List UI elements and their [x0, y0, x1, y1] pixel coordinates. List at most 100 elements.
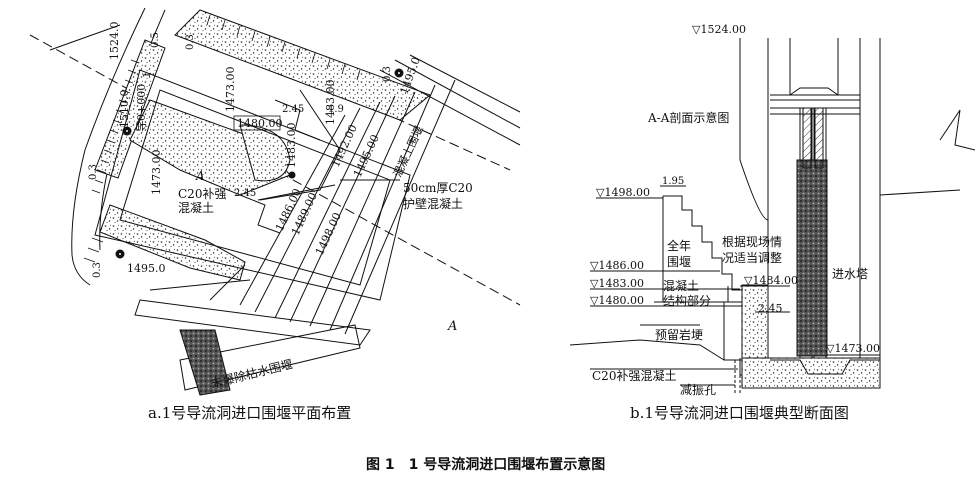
label-r-all-year-1: 全年	[667, 238, 691, 253]
c20-reinforce-block	[741, 284, 769, 361]
section-view	[569, 38, 976, 395]
rock-remnant	[179, 329, 231, 396]
label-el-1480-box	[233, 115, 281, 131]
label-r-section-title: A-A剖面示意图	[647, 110, 729, 125]
label-el-1483-a: 1483.00	[285, 123, 298, 169]
tower-hoist	[789, 87, 839, 96]
label-c20-line1: C20补强	[178, 187, 226, 201]
label-slope-03-c: 0.3	[185, 34, 196, 50]
label-r-adjust-1: 根据现场情	[722, 235, 782, 249]
label-el-1473-a: 1473.00	[224, 67, 237, 113]
bottom-line-1	[149, 279, 251, 291]
label-cofferdam: 混凝土围堰	[390, 124, 426, 180]
label-c20-line2: 混凝土	[178, 200, 214, 215]
label-r-195: 1.95	[662, 176, 684, 187]
cofferdam-wall-2	[254, 107, 361, 313]
label-r-concrete-2: 结构部分	[663, 293, 711, 308]
rock-curve-left	[739, 159, 769, 221]
left-caption: a.1号导流洞进口围堰平面布置	[148, 404, 351, 422]
label-r-c20: C20补强混凝土	[592, 368, 676, 383]
cofferdam-wall-6	[329, 84, 436, 331]
label-slope-05: 0.5	[150, 32, 161, 48]
label-el-1473-b: 1473.00	[150, 150, 163, 196]
label-r-adjust-2: 况适当调整	[722, 250, 782, 265]
label-el-1495-mid: 1495.00	[351, 133, 382, 180]
survey-marker-icon	[288, 171, 296, 179]
bottom-line-2	[209, 264, 246, 301]
label-wall-line1: 50cm厚C20	[403, 181, 473, 195]
left-speckle-band	[94, 39, 166, 179]
label-r-1483: ▽1483.00	[590, 277, 644, 290]
label-r-relief: 减振孔	[680, 383, 716, 397]
pit-outline	[94, 69, 411, 301]
slope-line-2	[394, 59, 521, 129]
slope-hachures-left	[83, 59, 140, 263]
right-caption: b.1号导流洞进口围堰典型断面图	[630, 404, 849, 422]
label-el-1510: 1510.0	[118, 90, 131, 129]
label-slope-03-b: 0.3	[92, 262, 103, 278]
cofferdam-wall-1	[239, 114, 346, 306]
inner-step-2	[239, 194, 281, 234]
label-wall-line2: 护壁混凝土	[403, 196, 463, 211]
rock-curve-right	[879, 189, 961, 196]
bottom-flank-top	[134, 299, 371, 346]
survey-marker-icon	[394, 68, 404, 78]
cofferdam-wall-4	[289, 95, 396, 323]
rock-ridge-block	[723, 301, 743, 361]
c20-speckle-area	[239, 124, 291, 182]
label-el-1495-bottom: 1495.0	[127, 262, 166, 275]
label-r-rock-ridge: 预留岩埂	[655, 327, 703, 342]
cofferdam-wall-3	[274, 101, 381, 319]
tower-foundation	[741, 357, 881, 389]
break-line	[939, 109, 976, 151]
lower-speckle-band	[99, 204, 246, 281]
gate-hatch-1	[802, 107, 812, 169]
inner-step-1	[274, 99, 321, 141]
cofferdam-wall-5	[309, 91, 416, 327]
label-dim-245-a: 2.45	[282, 104, 304, 115]
river-bed	[569, 339, 725, 361]
wall-line	[259, 89, 341, 201]
label-r-all-year-2: 围堰	[667, 255, 691, 269]
label-el-1524: 1524.0	[108, 22, 121, 61]
slope-line-1	[379, 69, 521, 146]
label-section-a1: A	[195, 169, 205, 183]
label-el-1480: 1480.00	[237, 117, 283, 130]
label-r-245: 2.45	[758, 302, 783, 315]
label-r-concrete-1: 混凝土	[663, 278, 699, 293]
cofferdam-wall-7	[344, 79, 456, 335]
bottom-cofferdam-band	[179, 324, 361, 391]
label-r-1473: ▽1473.00	[826, 342, 880, 355]
label-slope-03-d: 0.3	[382, 66, 393, 82]
contour-line-outer	[71, 7, 146, 286]
label-station: 导0+000	[135, 84, 148, 132]
label-el-1498: 1498.00	[313, 211, 344, 258]
label-dim-19: 1.9	[328, 104, 344, 115]
plan-view	[29, 7, 521, 396]
cofferdam-step-profile	[663, 195, 742, 291]
upper-speckle-band	[174, 9, 431, 121]
label-slope-03-a: 0.3	[88, 164, 99, 180]
tower-sill	[770, 359, 880, 375]
label-r-1480: ▽1480.00	[590, 294, 644, 307]
slope-hachures-top	[206, 14, 361, 81]
label-r-1498: ▽1498.00	[596, 186, 650, 199]
figure-caption: 图 1 1 号导流洞进口围堰布置示意图	[366, 456, 605, 473]
plan-labels: 1524.0 1510.0 导0+000 1473.00 1473.00 148…	[88, 22, 473, 391]
label-r-1524: ▽1524.00	[692, 23, 746, 36]
label-r-intake-tower: 进水塔	[832, 267, 868, 281]
gate-hatch-2	[814, 107, 824, 169]
survey-marker-icon	[122, 126, 132, 136]
label-dim-245-b: 2.45	[234, 188, 256, 199]
survey-marker-icon	[115, 249, 125, 259]
label-slope-1: 1	[142, 72, 153, 78]
label-r-1484: ▽1484.00	[744, 274, 798, 287]
contour-stub	[49, 24, 121, 51]
leader-wall	[257, 184, 336, 201]
section-labels: ▽1524.00 A-A剖面示意图 ▽1498.00 1.95 全年 围堰 根据…	[590, 23, 880, 397]
axis-line-2	[189, 24, 511, 171]
intake-tower-body	[796, 159, 828, 357]
label-r-1486: ▽1486.00	[590, 259, 644, 272]
label-el-1483-b: 1483.00	[324, 80, 337, 126]
